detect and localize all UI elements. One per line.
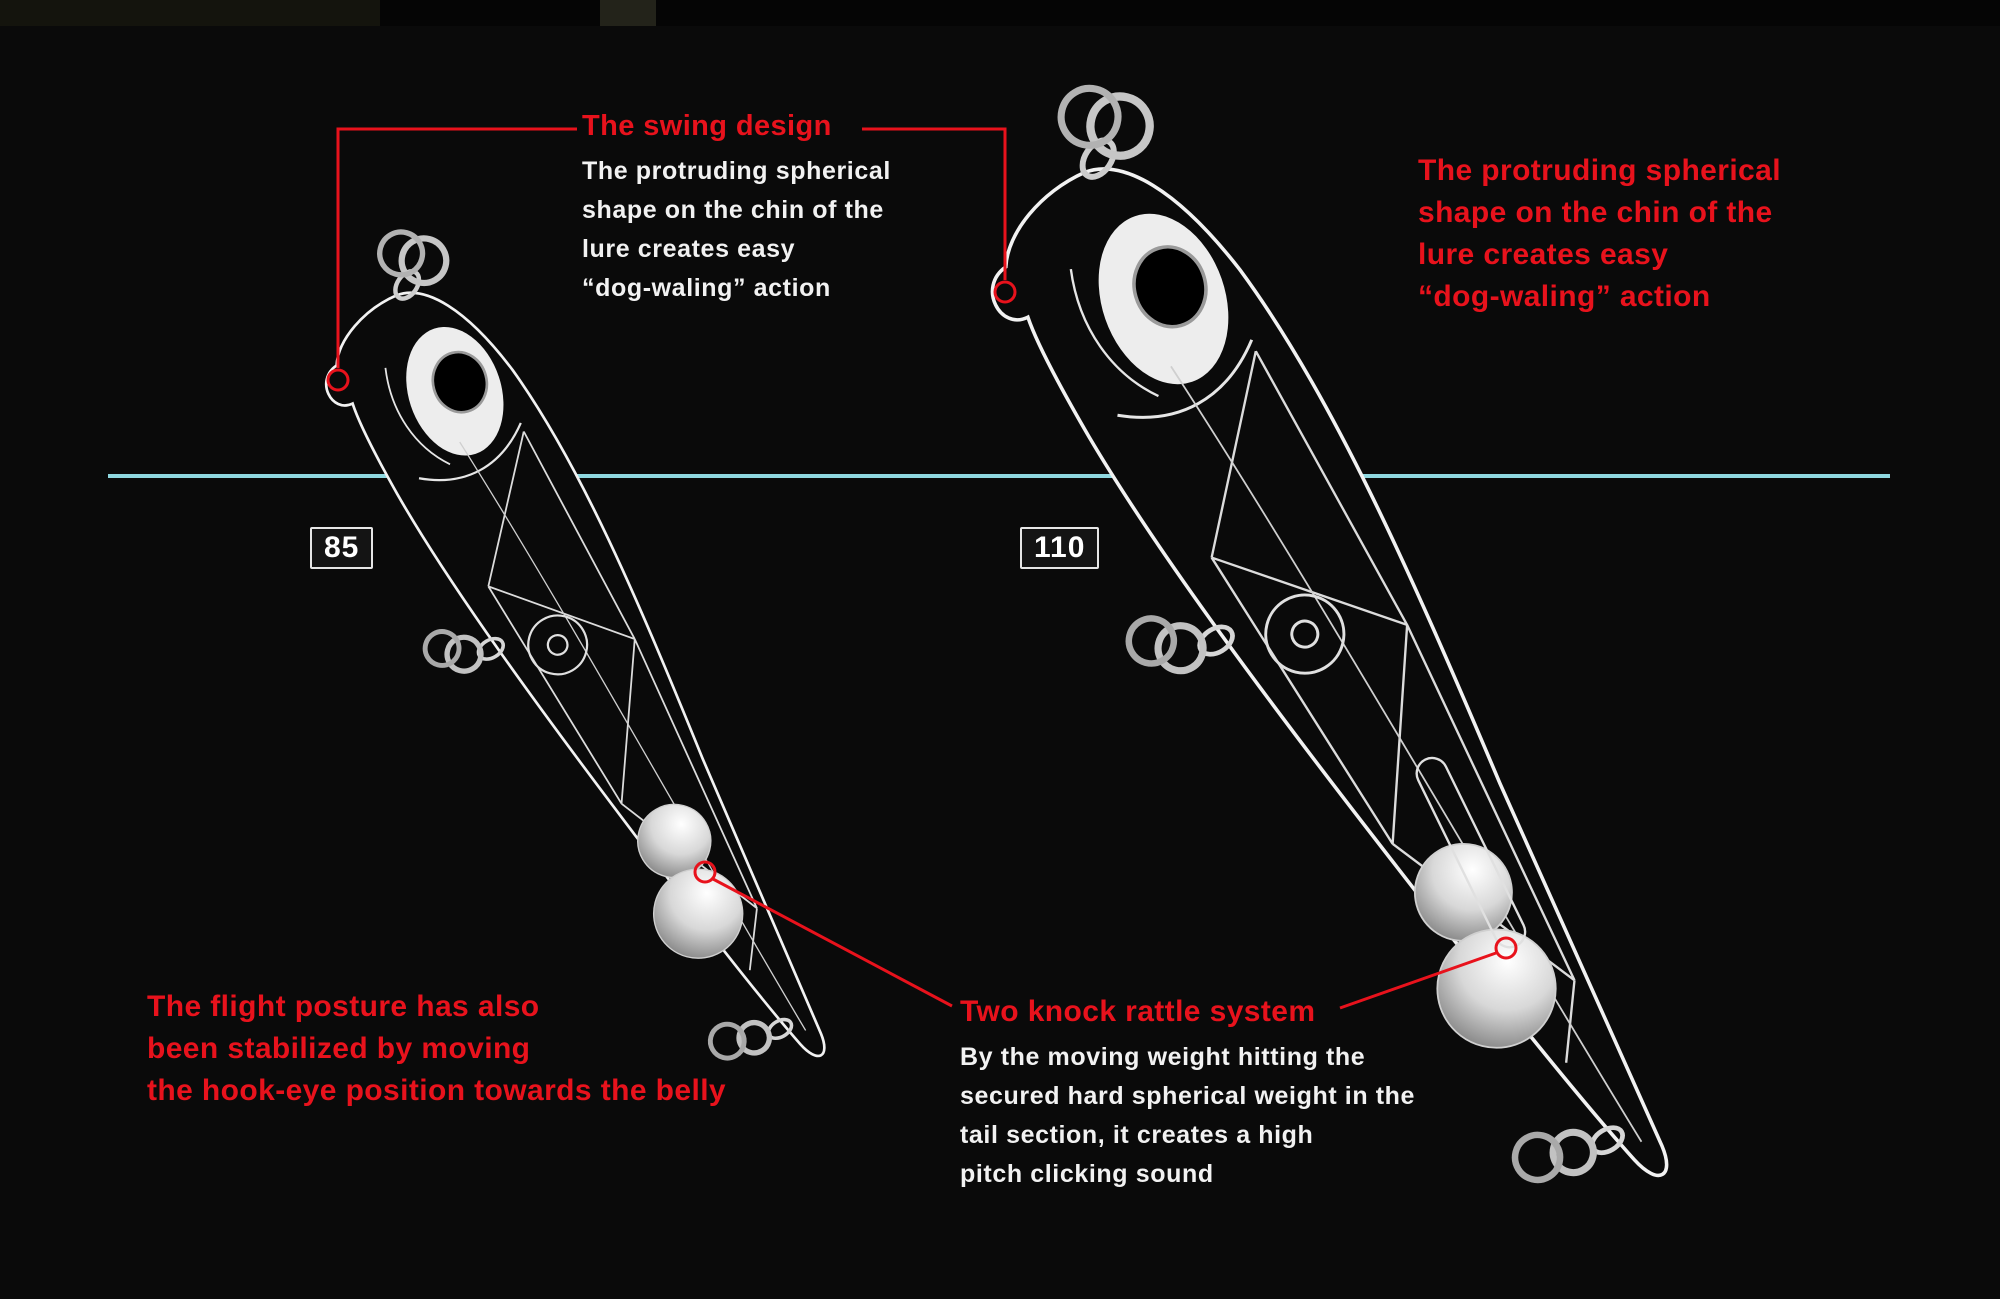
swing-connector-left bbox=[336, 127, 577, 368]
rattle-connector-left bbox=[712, 877, 953, 1008]
rattle-body-line: By the moving weight hitting the bbox=[960, 1043, 1366, 1071]
swing-connector-right bbox=[862, 127, 1007, 280]
rattle-connector-right bbox=[1339, 951, 1497, 1010]
size-badge-85: 85 bbox=[310, 527, 374, 569]
weight-marker-85 bbox=[693, 860, 717, 884]
weight-marker-110 bbox=[1494, 936, 1518, 960]
rattle-body-line: secured hard spherical weight in the bbox=[960, 1082, 1416, 1110]
rattle-body: By the moving weight hitting the secured… bbox=[960, 1038, 1415, 1194]
chin-note-line: The protruding spherical bbox=[1418, 154, 1781, 187]
swing-body-line: shape on the chin of the bbox=[582, 196, 884, 224]
rattle-callout: Two knock rattle system By the moving we… bbox=[960, 995, 1415, 1194]
swing-design-callout: The swing design The protruding spherica… bbox=[582, 110, 891, 308]
callout-connectors bbox=[326, 127, 1518, 1010]
size-badge-110: 110 bbox=[1020, 527, 1100, 569]
rattle-body-line: tail section, it creates a high bbox=[960, 1121, 1314, 1149]
swing-body-line: lure creates easy bbox=[582, 235, 796, 263]
top-photo-sliver bbox=[0, 0, 2000, 26]
swing-design-body: The protruding spherical shape on the ch… bbox=[582, 152, 891, 308]
flight-note-line: The flight posture has also bbox=[147, 990, 540, 1023]
chin-marker-110 bbox=[993, 280, 1017, 304]
flight-note-line: been stabilized by moving bbox=[147, 1032, 531, 1065]
rattle-body-line: pitch clicking sound bbox=[960, 1160, 1214, 1188]
rattle-title: Two knock rattle system bbox=[960, 995, 1316, 1028]
flight-note-line: the hook-eye position towards the belly bbox=[147, 1074, 727, 1107]
swing-body-line: “dog-waling” action bbox=[582, 274, 831, 302]
chin-note-line: shape on the chin of the bbox=[1418, 196, 1773, 229]
chin-note-right: The protruding spherical shape on the ch… bbox=[1418, 150, 1781, 318]
flight-posture-note: The flight posture has also been stabili… bbox=[147, 986, 726, 1112]
chin-note-line: lure creates easy bbox=[1418, 238, 1669, 271]
swing-body-line: The protruding spherical bbox=[582, 157, 891, 185]
swing-design-title: The swing design bbox=[582, 110, 832, 142]
top-sliver-object bbox=[600, 0, 656, 26]
top-sliver-left bbox=[0, 0, 380, 26]
chin-note-line: “dog-waling” action bbox=[1418, 280, 1711, 313]
chin-marker-85 bbox=[326, 368, 350, 392]
